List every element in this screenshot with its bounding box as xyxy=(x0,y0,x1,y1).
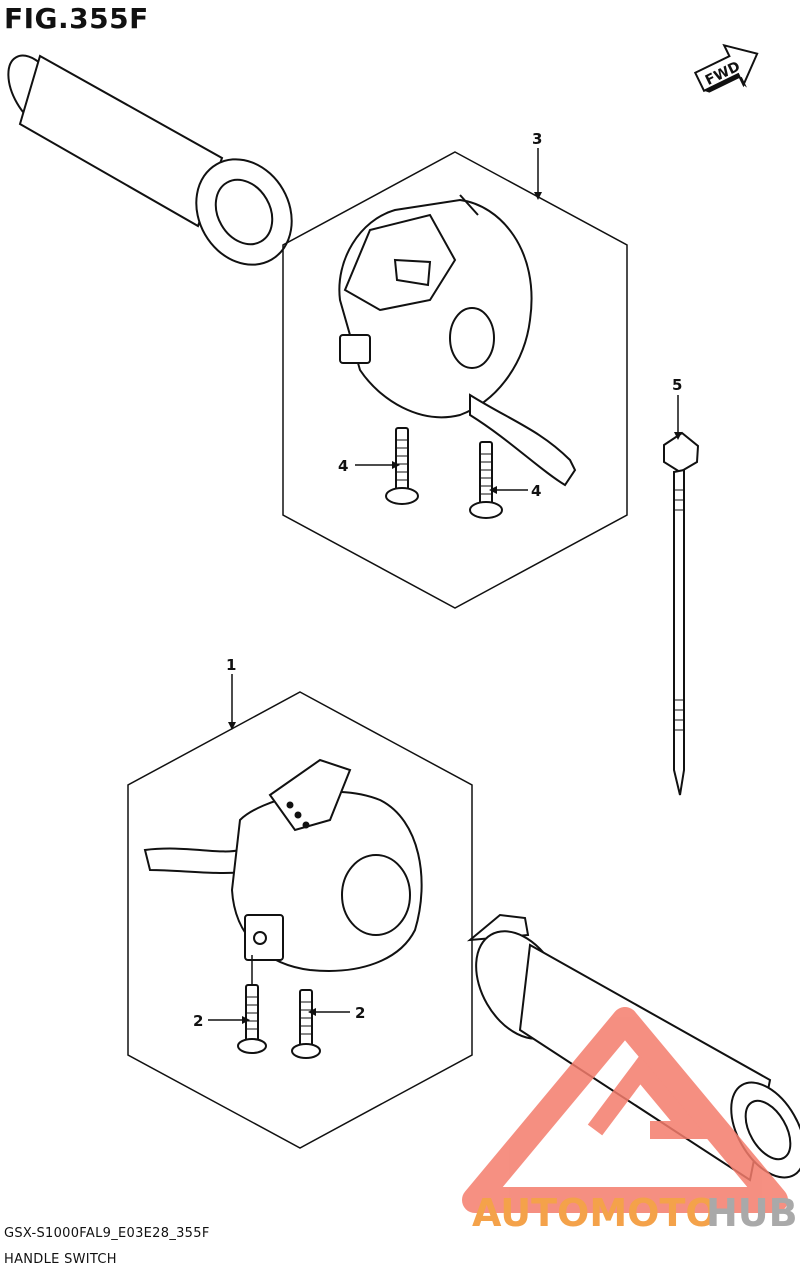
screw-4a xyxy=(385,427,419,505)
callout-2b: 2 xyxy=(355,1004,365,1022)
callout-4b: 4 xyxy=(531,482,541,500)
watermark-text-automoto: AUTOMOTO xyxy=(472,1191,718,1235)
assembly-frame-1 xyxy=(127,691,473,1149)
assembly-frame-3 xyxy=(282,151,628,609)
screw-2b xyxy=(291,989,321,1059)
figure-title: FIG.355F xyxy=(4,2,149,35)
screw-2a xyxy=(237,984,267,1054)
callout-5: 5 xyxy=(672,376,682,394)
left-grip xyxy=(7,54,293,266)
fwd-arrow-badge: FWD xyxy=(693,43,759,93)
left-handle-switch xyxy=(338,194,577,487)
callout-2a: 2 xyxy=(193,1012,203,1030)
automotohub-watermark-logo xyxy=(462,1007,788,1213)
right-handle-switch xyxy=(143,758,423,972)
callout-3: 3 xyxy=(532,130,542,148)
section-name: HANDLE SWITCH xyxy=(4,1252,117,1267)
watermark-text-hub: HUB xyxy=(706,1191,798,1235)
cable-tie xyxy=(663,431,700,796)
callout-1: 1 xyxy=(226,656,236,674)
screw-4b xyxy=(469,441,503,519)
model-code: GSX-S1000FAL9_E03E28_355F xyxy=(4,1226,210,1241)
callout-4a: 4 xyxy=(338,457,348,475)
